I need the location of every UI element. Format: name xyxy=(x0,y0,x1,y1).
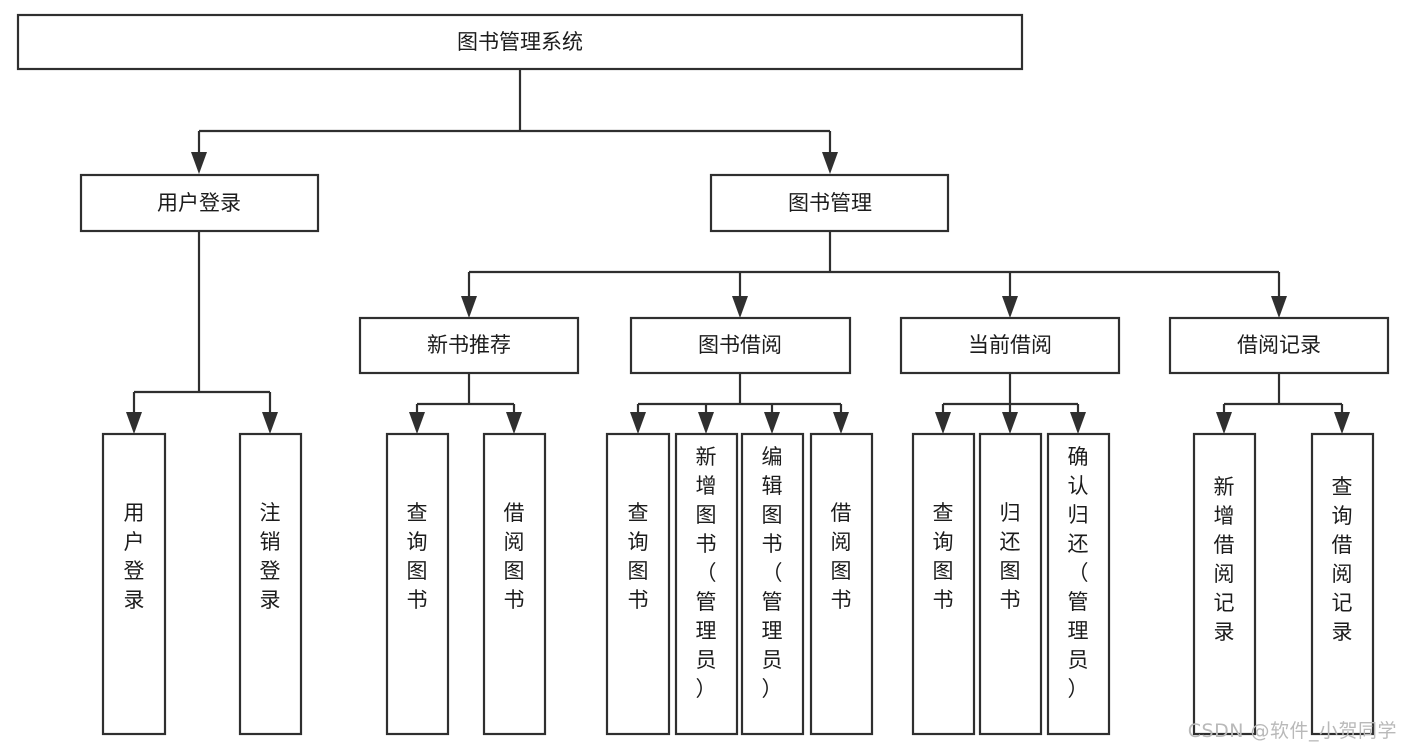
leaf-node-borrowrecord-query[interactable]: 查询借阅记录 xyxy=(1310,432,1375,736)
node-book-borrow-box[interactable] xyxy=(629,316,852,375)
arrow-head-bookborrow xyxy=(732,296,748,318)
leaf-node-bookborrow-add-box[interactable] xyxy=(674,432,739,736)
node-book-management[interactable]: 图书管理 xyxy=(709,173,950,233)
node-book-borrow-label: 图书借阅 xyxy=(698,333,782,357)
arrow-head-book-mgmt xyxy=(822,152,838,174)
leaf-node-currentborrow-confirm-label: 确认归还（管理员） xyxy=(1068,445,1089,701)
leaf-node-bookborrow-borrow[interactable]: 借阅图书 xyxy=(809,432,874,736)
leaf-node-bookborrow-borrow-box[interactable] xyxy=(809,432,874,736)
leaf-node-newbook-query-label: 查询图书 xyxy=(407,501,428,612)
node-new-book-recommend-box[interactable] xyxy=(358,316,580,375)
leaf-node-bookborrow-edit-box[interactable] xyxy=(740,432,805,736)
leaf-node-newbook-borrow-label: 借阅图书 xyxy=(504,501,525,612)
node-current-borrow-box[interactable] xyxy=(899,316,1121,375)
leaf-node-borrowrecord-add-box[interactable] xyxy=(1192,432,1257,736)
leaf-node-borrowrecord-add[interactable]: 新增借阅记录 xyxy=(1192,432,1257,736)
arrow-head-bookborrow-leaf4 xyxy=(833,412,849,434)
arrow-head-newbook xyxy=(461,296,477,318)
connector-layer xyxy=(126,69,1350,434)
leaf-node-currentborrow-confirm[interactable]: 确认归还（管理员） xyxy=(1046,432,1111,736)
leaf-node-currentborrow-query-label: 查询图书 xyxy=(933,501,954,612)
arrow-head-borrowrecord-leaf2 xyxy=(1334,412,1350,434)
leaf-node-user-login-logout-label: 注销登录 xyxy=(260,501,281,612)
node-root-system-label: 图书管理系统 xyxy=(457,30,583,54)
node-book-management-label: 图书管理 xyxy=(788,191,872,215)
leaf-node-currentborrow-confirm-box[interactable] xyxy=(1046,432,1111,736)
arrow-head-currentborrow-leaf1 xyxy=(935,412,951,434)
leaf-node-bookborrow-borrow-label: 借阅图书 xyxy=(831,501,852,612)
leaf-node-user-login-signin-label: 用户登录 xyxy=(124,501,145,612)
arrow-head-currentborrow-leaf2 xyxy=(1002,412,1018,434)
leaf-node-borrowrecord-query-box[interactable] xyxy=(1310,432,1375,736)
leaf-node-newbook-query[interactable]: 查询图书 xyxy=(385,432,450,736)
arrow-head-leaf-user-login xyxy=(126,412,142,434)
node-root-system-box[interactable] xyxy=(16,13,1024,71)
node-user-login-label: 用户登录 xyxy=(157,191,241,215)
leaf-node-currentborrow-query-box[interactable] xyxy=(911,432,976,736)
leaf-node-newbook-borrow[interactable]: 借阅图书 xyxy=(482,432,547,736)
node-book-management-box[interactable] xyxy=(709,173,950,233)
arrow-head-user-login xyxy=(191,152,207,174)
leaf-node-currentborrow-return-label: 归还图书 xyxy=(1000,501,1021,612)
arrow-head-currentborrow xyxy=(1002,296,1018,318)
arrow-head-newbook-leaf1 xyxy=(409,412,425,434)
arrow-head-bookborrow-leaf3 xyxy=(764,412,780,434)
node-book-borrow[interactable]: 图书借阅 xyxy=(629,316,852,375)
leaf-node-newbook-borrow-box[interactable] xyxy=(482,432,547,736)
node-current-borrow[interactable]: 当前借阅 xyxy=(899,316,1121,375)
node-user-login[interactable]: 用户登录 xyxy=(79,173,320,233)
node-user-login-box[interactable] xyxy=(79,173,320,233)
arrow-head-bookborrow-leaf1 xyxy=(630,412,646,434)
node-borrow-record[interactable]: 借阅记录 xyxy=(1168,316,1390,375)
arrow-head-borrowrecord-leaf1 xyxy=(1216,412,1232,434)
leaf-node-bookborrow-edit[interactable]: 编辑图书（管理员） xyxy=(740,432,805,736)
leaf-node-bookborrow-add-label: 新增图书（管理员） xyxy=(696,445,717,701)
leaf-node-bookborrow-add[interactable]: 新增图书（管理员） xyxy=(674,432,739,736)
leaf-node-bookborrow-query[interactable]: 查询图书 xyxy=(605,432,671,736)
node-new-book-recommend-label: 新书推荐 xyxy=(427,333,511,357)
leaf-node-user-login-logout[interactable]: 注销登录 xyxy=(238,432,303,736)
leaf-node-currentborrow-return[interactable]: 归还图书 xyxy=(978,432,1043,736)
leaf-node-currentborrow-return-box[interactable] xyxy=(978,432,1043,736)
leaf-node-user-login-logout-box[interactable] xyxy=(238,432,303,736)
leaf-node-bookborrow-query-box[interactable] xyxy=(605,432,671,736)
node-borrow-record-label: 借阅记录 xyxy=(1237,333,1321,357)
arrow-head-currentborrow-leaf3 xyxy=(1070,412,1086,434)
leaf-node-currentborrow-query[interactable]: 查询图书 xyxy=(911,432,976,736)
leaf-node-user-login-signin[interactable]: 用户登录 xyxy=(101,432,167,736)
leaf-node-bookborrow-query-label: 查询图书 xyxy=(628,501,649,612)
leaf-node-user-login-signin-box[interactable] xyxy=(101,432,167,736)
node-new-book-recommend[interactable]: 新书推荐 xyxy=(358,316,580,375)
arrow-head-leaf-logout xyxy=(262,412,278,434)
node-root-system[interactable]: 图书管理系统 xyxy=(16,13,1024,71)
leaf-node-borrowrecord-add-label: 新增借阅记录 xyxy=(1214,475,1235,644)
leaf-node-borrowrecord-query-label: 查询借阅记录 xyxy=(1332,475,1353,644)
node-borrow-record-box[interactable] xyxy=(1168,316,1390,375)
arrow-head-bookborrow-leaf2 xyxy=(698,412,714,434)
leaf-node-newbook-query-box[interactable] xyxy=(385,432,450,736)
arrow-head-newbook-leaf2 xyxy=(506,412,522,434)
arrow-head-borrowrecord xyxy=(1271,296,1287,318)
node-current-borrow-label: 当前借阅 xyxy=(968,333,1052,357)
leaf-node-bookborrow-edit-label: 编辑图书（管理员） xyxy=(762,445,783,701)
